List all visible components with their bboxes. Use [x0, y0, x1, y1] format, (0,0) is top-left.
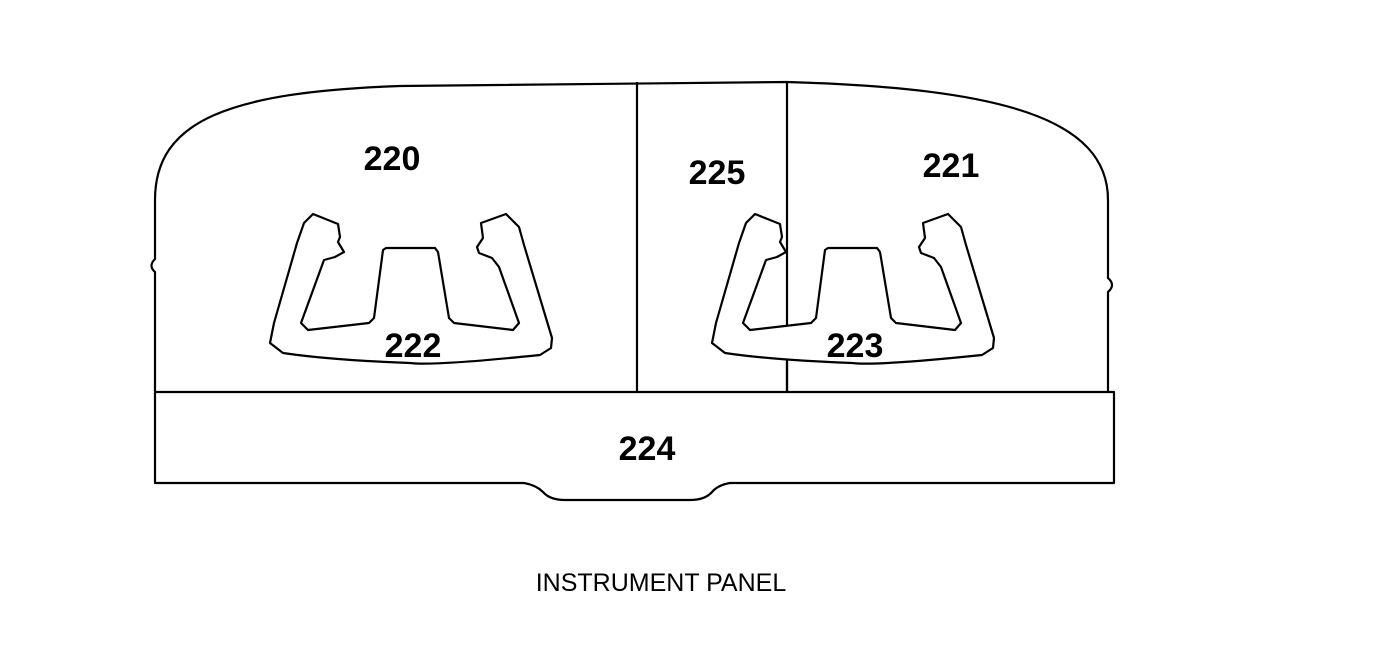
label-223: 223: [827, 327, 884, 365]
label-225: 225: [689, 154, 746, 192]
label-220: 220: [364, 140, 421, 178]
label-222: 222: [385, 327, 442, 365]
figure-caption: INSTRUMENT PANEL: [536, 569, 787, 597]
lower-panel-224: [153, 390, 1116, 502]
label-221: 221: [923, 147, 980, 185]
label-224: 224: [619, 430, 676, 468]
